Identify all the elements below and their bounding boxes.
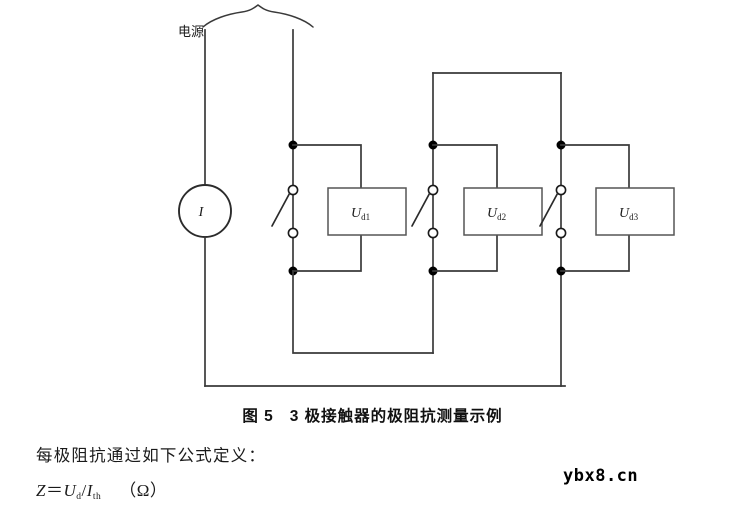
power-supply-brace [202,4,314,28]
figure-title: 3 极接触器的极阻抗测量示例 [289,408,503,425]
wire-pole2-sense-bottom [432,234,498,272]
wire-pole1-sense-bottom [292,234,362,272]
switch-terminal-pole2-lower [427,227,439,239]
wire-pole2-sense-top [432,144,498,189]
switch-terminal-pole3-lower [555,227,567,239]
voltmeter-label-pole3-main: U [619,206,630,221]
body-text-block: 每极阻抗通过如下公式定义： Z＝Ud/Ith （Ω） [36,444,676,503]
voltmeter-box-pole1 [327,187,407,236]
voltmeter-label-pole1: Ud1 [351,206,370,222]
formula-numerator: U [63,480,77,500]
current-source-symbol [178,184,232,238]
switch-blade-pole1 [271,192,291,227]
figure-number: 图 5 [242,408,274,425]
voltmeter-label-pole1-main: U [351,206,362,221]
voltmeter-label-pole2: Ud2 [487,206,506,222]
figure-caption: 图 5 3 极接触器的极阻抗测量示例 [0,404,745,426]
voltmeter-label-pole1-sub: d1 [361,212,370,222]
circuit-diagram-svg: I Ud1 [178,4,675,387]
wire-pole1-sense-top [292,144,362,189]
switch-terminal-pole1-upper [287,184,299,196]
voltmeter-box-pole2 [463,187,543,236]
formula-denominator: I [86,480,93,500]
formula-slash: / [81,480,87,500]
voltmeter-label-pole2-sub: d2 [497,212,506,222]
wire-pole3-sense-top [560,144,630,189]
wire-pole3-sense-bottom [560,234,630,272]
impedance-formula: Z＝Ud/Ith （Ω） [36,478,676,504]
watermark-text: ybx8.cn [563,466,639,486]
circuit-figure: I Ud1 [178,4,675,387]
voltmeter-label-pole3: Ud3 [619,206,639,222]
voltmeter-label-pole2-main: U [487,206,498,221]
formula-z: Z [36,480,46,500]
switch-terminal-pole1-lower [287,227,299,239]
current-source-label: I [198,205,205,220]
formula-denominator-sub: th [92,491,102,502]
voltmeter-label-pole3-sub: d3 [629,212,639,222]
voltmeter-box-pole3 [595,187,675,236]
wire-pole1-loop-bottom [292,270,434,354]
power-supply-label: 电源 [178,24,204,39]
formula-equals: ＝ [45,480,64,500]
intro-paragraph: 每极阻抗通过如下公式定义： [36,446,267,465]
switch-terminal-pole3-upper [555,184,567,196]
switch-terminal-pole2-upper [427,184,439,196]
switch-blade-pole3 [539,192,559,227]
formula-numerator-sub: d [76,491,82,502]
formula-unit: （Ω） [119,480,168,500]
switch-blade-pole2 [411,192,431,227]
